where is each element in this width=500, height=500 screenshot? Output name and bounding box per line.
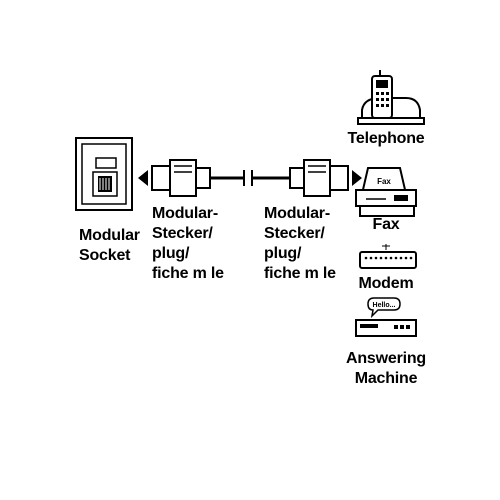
cordless-telephone-icon [357,70,425,125]
fax-machine-icon: Fax [355,167,417,217]
arrow-right-icon [352,170,362,186]
plug-left-label: Modular- Stecker/ plug/ fiche m le [152,205,224,282]
wall-socket-icon [75,137,133,211]
fax-label: Fax [372,216,400,233]
answering-machine-icon: Hello... [355,297,417,337]
rj11-plug-icon-right [289,159,349,197]
socket-label: Modular Socket [79,227,140,264]
answering-bubble-text: Hello... [373,302,396,309]
cable-icon [210,170,290,186]
rj11-plug-icon-left [151,159,211,197]
modem-icon [359,244,417,269]
telephone-label: Telephone [347,130,425,147]
arrow-left-icon [138,170,148,186]
plug-right-label: Modular- Stecker/ plug/ fiche m le [264,205,336,282]
answering-machine-label: Answering Machine [346,350,426,387]
fax-paper-text: Fax [377,177,391,186]
modem-label: Modem [358,275,414,292]
